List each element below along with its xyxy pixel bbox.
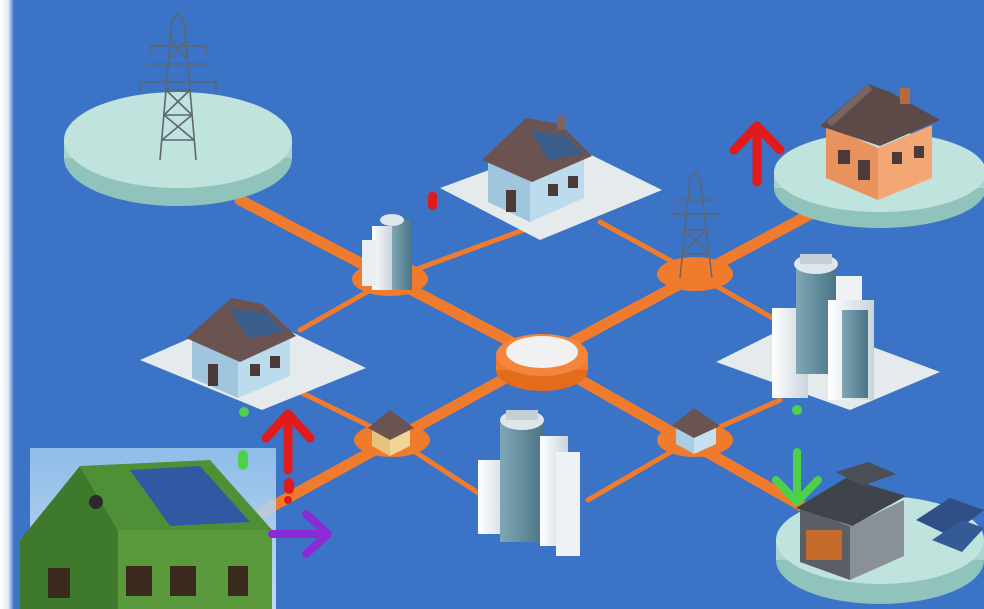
export-arrow	[729, 121, 785, 187]
small-house-icon	[368, 410, 414, 456]
central-hub	[496, 334, 588, 391]
status-indicators	[238, 192, 802, 504]
residential-house-island	[774, 84, 984, 228]
house-icon	[820, 84, 940, 200]
factory-icon	[796, 462, 906, 580]
transmission-tower-island	[64, 12, 292, 206]
office-building-icon	[772, 254, 874, 400]
green-solar-house-icon	[20, 460, 272, 609]
green-indicator	[792, 405, 802, 415]
import-arrow	[772, 448, 822, 506]
green-roof-house	[20, 448, 276, 609]
junction-node	[657, 257, 733, 291]
factory-island	[776, 462, 984, 604]
solar-house-icon	[482, 116, 592, 222]
left-edge-border	[0, 0, 14, 609]
office-tower-right	[716, 254, 940, 410]
green-indicator	[239, 407, 249, 417]
export-arrow	[261, 409, 315, 475]
power-pylon-icon	[670, 170, 720, 279]
supply-arrow	[268, 510, 332, 558]
red-indicator	[428, 192, 437, 210]
small-office-building	[362, 214, 412, 290]
green-indicator	[238, 450, 248, 470]
solar-panel-icon	[916, 498, 984, 552]
solar-house-top	[440, 116, 662, 240]
office-tower-center	[478, 410, 580, 556]
solar-house-left	[140, 298, 366, 410]
small-house-icon	[672, 408, 720, 454]
red-indicator	[284, 496, 292, 504]
solar-house-icon	[186, 298, 296, 398]
red-indicator	[284, 478, 294, 494]
power-pylon-icon	[139, 12, 217, 161]
